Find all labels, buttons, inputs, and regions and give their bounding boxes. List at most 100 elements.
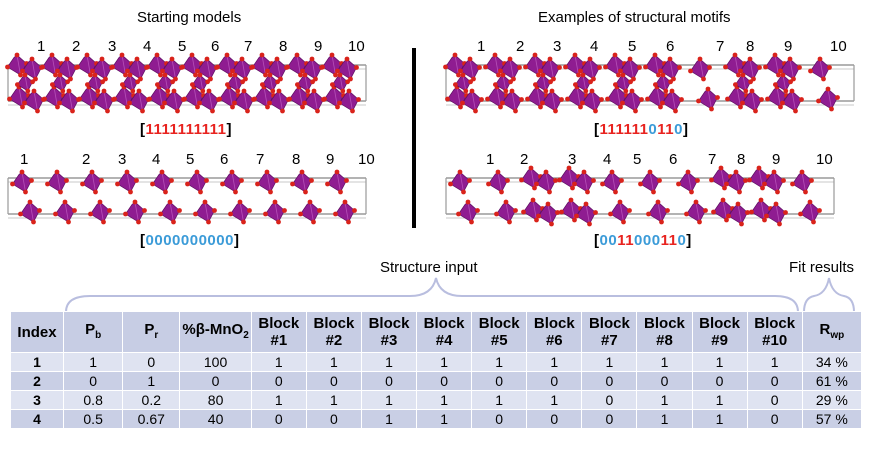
oxygen-atom — [134, 56, 140, 62]
column-header: Block #8 — [636, 311, 693, 353]
octahedron-edge — [231, 171, 236, 193]
code-digit: 0 — [189, 232, 199, 249]
oxygen-atom — [37, 208, 42, 213]
oxygen-atom — [90, 104, 95, 110]
block-number-label: 2 — [82, 151, 91, 168]
table-cell: 0 — [250, 371, 307, 391]
oxygen-atom — [295, 82, 300, 87]
column-header: Pr — [122, 311, 181, 353]
oxygen-atom — [23, 189, 28, 195]
octahedron-edge — [263, 86, 268, 108]
oxygen-atom — [54, 169, 60, 175]
block-number-label: 2 — [72, 38, 81, 55]
oxygen-atom — [627, 208, 632, 213]
column-header: Block #1 — [250, 311, 307, 353]
octahedron-edge — [243, 90, 248, 112]
table-cell: 0 — [636, 371, 693, 391]
fit-results-label: Fit results — [789, 259, 855, 276]
oxygen-atom — [581, 169, 587, 175]
octahedron-edge — [156, 54, 161, 76]
table-cell: 80 — [179, 390, 252, 410]
oxygen-atom — [101, 88, 107, 94]
code-digit: 1 — [657, 121, 666, 138]
oxygen-atom — [492, 52, 498, 58]
oxygen-atom — [315, 108, 320, 114]
code-digit: 0 — [180, 232, 190, 249]
oxygen-atom — [5, 64, 10, 70]
block-number-label: 7 — [244, 38, 253, 55]
oxygen-atom — [85, 82, 90, 87]
octahedron-edge — [31, 58, 36, 80]
code-digit: 1 — [177, 121, 186, 138]
oxygen-atom — [42, 96, 47, 102]
block-number-label: 1 — [486, 151, 495, 168]
oxygen-atom — [473, 108, 478, 114]
octahedron-edge — [103, 90, 108, 112]
oxygen-atom — [557, 65, 562, 70]
oxygen-atom — [658, 68, 663, 74]
row-index-cell: 1 — [9, 352, 65, 372]
table-cell: 0 — [250, 409, 307, 429]
oxygen-atom — [780, 72, 786, 78]
code-bracket: [ — [140, 121, 146, 138]
oxygen-atom — [656, 72, 661, 78]
oxygen-atom — [210, 108, 215, 114]
oxygen-atom — [123, 211, 128, 217]
code-digit: 0 — [599, 232, 609, 249]
octahedron-edge — [339, 74, 344, 92]
oxygen-atom — [749, 88, 755, 94]
oxygen-atom — [738, 68, 743, 74]
code-bracket: ] — [686, 232, 692, 249]
octahedron-edge — [99, 201, 104, 223]
oxygen-atom — [162, 72, 168, 78]
oxygen-atom — [665, 208, 670, 213]
oxygen-atom — [101, 219, 106, 225]
oxygen-atom — [18, 211, 23, 217]
table-cell: 1 — [416, 409, 473, 429]
block-number-label: 5 — [633, 151, 642, 168]
code-digit: 1 — [599, 121, 608, 138]
octahedron-edge — [24, 74, 29, 92]
oxygen-atom — [135, 79, 141, 85]
oxygen-atom — [456, 211, 461, 217]
octahedron-edge — [494, 54, 499, 76]
oxygen-atom — [112, 96, 117, 102]
oxygen-atom — [778, 68, 783, 74]
oxygen-atom — [100, 79, 105, 85]
oxygen-atom — [574, 213, 579, 219]
oxygen-atom — [676, 181, 681, 187]
oxygen-atom — [239, 178, 244, 183]
oxygen-atom — [799, 97, 804, 102]
code-digit: 1 — [209, 121, 218, 138]
oxygen-atom — [237, 199, 243, 205]
oxygen-atom — [274, 56, 280, 62]
oxygen-atom — [107, 208, 112, 213]
oxygen-atom — [715, 95, 720, 100]
table-cell: 0 — [746, 390, 803, 410]
oxygen-atom — [80, 181, 85, 187]
oxygen-atom — [660, 72, 666, 78]
oxygen-atom — [354, 65, 359, 70]
octahedron-edge — [707, 88, 712, 110]
oxygen-atom — [781, 178, 786, 183]
oxygen-atom — [255, 181, 260, 187]
oxygen-atom — [505, 178, 510, 183]
oxygen-atom — [90, 68, 95, 74]
oxygen-atom — [555, 210, 560, 215]
table-cell: 1 — [360, 409, 418, 429]
oxygen-atom — [145, 64, 150, 70]
column-header: Block #5 — [471, 311, 528, 353]
oxygen-atom — [599, 97, 604, 102]
code-a: [1111111111] — [140, 121, 232, 138]
oxygen-atom — [540, 100, 545, 106]
octahedron-edge — [819, 58, 824, 80]
table-cell: 0 — [526, 371, 583, 391]
oxygen-atom — [342, 199, 348, 205]
oxygen-atom — [762, 181, 767, 187]
oxygen-atom — [684, 211, 689, 217]
octahedron-edge — [296, 54, 301, 76]
code-digit: 1 — [607, 121, 616, 138]
oxygen-atom — [169, 56, 175, 62]
